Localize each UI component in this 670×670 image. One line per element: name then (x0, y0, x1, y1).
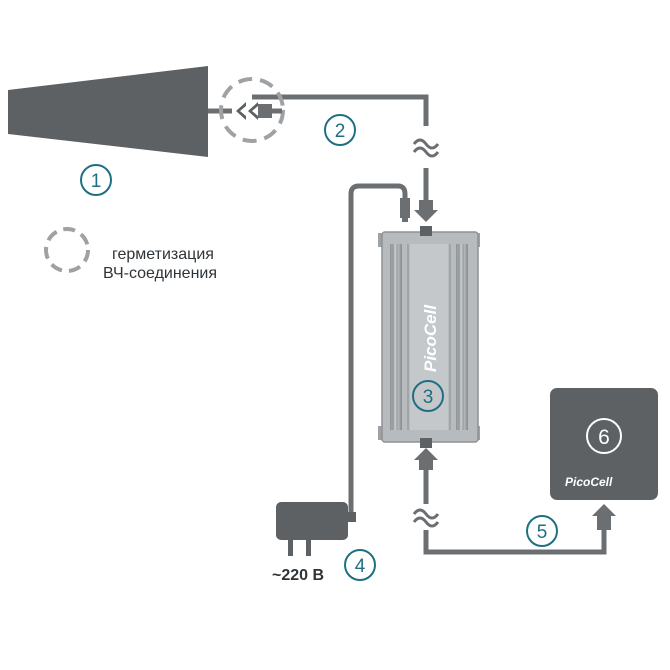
power-voltage-label: ~220 В (272, 567, 324, 584)
number-circle-1 (80, 164, 112, 196)
repeater-output-arrow (414, 448, 438, 470)
repeater-input-arrow (414, 200, 438, 222)
legend-line-1: герметизация (112, 246, 214, 263)
power-supply (276, 502, 356, 556)
number-circle-2 (324, 114, 356, 146)
cable-break-tilde (412, 508, 440, 520)
number-5: 5 (537, 522, 548, 543)
number-1: 1 (91, 171, 102, 192)
cable-break-tilde (412, 138, 440, 150)
connector-body (258, 104, 272, 118)
indoor-antenna-arrow (592, 504, 616, 530)
number-circle-6 (586, 418, 622, 454)
indoor-cable (423, 470, 607, 555)
number-circle-3 (412, 380, 444, 412)
connector-chevron-icon (248, 102, 258, 120)
power-cable (348, 183, 408, 516)
legend-sealing-icon (44, 227, 90, 273)
connector-chevron-icon (236, 102, 246, 120)
number-4: 4 (355, 556, 366, 577)
number-circle-4 (344, 549, 376, 581)
power-plug (400, 198, 410, 218)
number-2: 2 (335, 121, 346, 142)
sealing-circle (219, 77, 285, 143)
outdoor-antenna (8, 66, 208, 157)
number-3: 3 (423, 387, 434, 408)
number-circle-5 (526, 515, 558, 547)
repeater (378, 226, 480, 448)
cable-break-tilde (412, 516, 440, 528)
outdoor-cable (252, 94, 429, 200)
indoor-antenna (550, 388, 658, 500)
indoor-antenna-brand: PicoCell (565, 475, 613, 489)
repeater-brand: PicoCell (421, 304, 440, 372)
number-6: 6 (598, 426, 610, 449)
cable-break-tilde (412, 146, 440, 158)
legend-line-2: ВЧ-соединения (103, 265, 217, 282)
